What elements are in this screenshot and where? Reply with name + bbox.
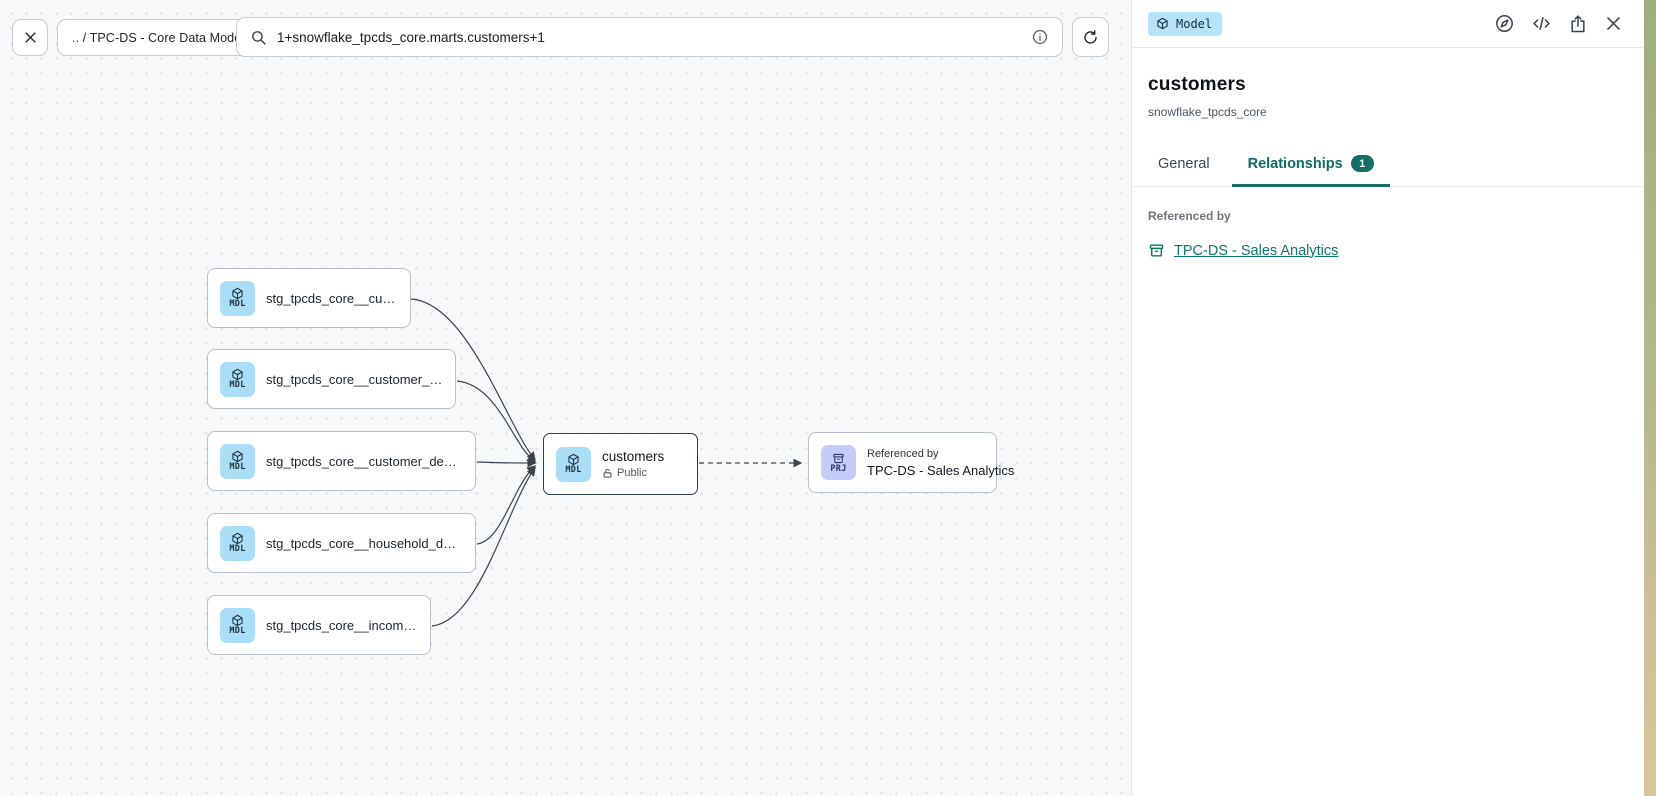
model-type-badge: Model bbox=[1148, 11, 1223, 36]
cube-icon bbox=[231, 450, 244, 463]
node-stg-income-band[interactable]: MDL stg_tpcds_core__income_band bbox=[207, 595, 431, 655]
chip-label: PRJ bbox=[830, 463, 847, 474]
refresh-icon bbox=[1082, 29, 1099, 46]
breadcrumb[interactable]: .. / TPC-DS - Core Data Models bbox=[57, 19, 266, 56]
tab-label: Relationships bbox=[1247, 155, 1343, 172]
desktop-wallpaper-strip bbox=[1644, 0, 1656, 796]
type-badge-label: Model bbox=[1176, 16, 1213, 31]
cube-icon bbox=[1156, 17, 1169, 30]
visibility-label: Public bbox=[617, 467, 647, 479]
cube-icon bbox=[567, 453, 580, 466]
lineage-search bbox=[236, 17, 1063, 57]
tab-relationships[interactable]: Relationships 1 bbox=[1231, 145, 1390, 187]
referenced-by-label: Referenced by bbox=[1148, 209, 1231, 223]
model-chip: MDL bbox=[220, 607, 255, 643]
relationships-count-badge: 1 bbox=[1350, 155, 1374, 172]
node-label: stg_tpcds_core__income_band bbox=[266, 617, 418, 633]
node-label: stg_tpcds_core__customer_address bbox=[266, 371, 443, 387]
node-stg-customer-demographics[interactable]: MDL stg_tpcds_core__customer_demogra... bbox=[207, 431, 476, 491]
code-icon[interactable] bbox=[1531, 13, 1552, 34]
unlock-icon bbox=[602, 468, 613, 479]
model-chip: MDL bbox=[220, 443, 255, 479]
close-panel-icon[interactable] bbox=[1604, 14, 1623, 33]
close-icon bbox=[23, 30, 38, 45]
chip-label: MDL bbox=[229, 544, 246, 554]
chip-label: MDL bbox=[229, 626, 246, 636]
chip-label: MDL bbox=[229, 299, 246, 309]
chip-label: MDL bbox=[229, 462, 246, 472]
cube-icon bbox=[231, 532, 244, 545]
search-input[interactable] bbox=[277, 29, 1021, 45]
node-label: stg_tpcds_core__household_demogr... bbox=[266, 535, 463, 551]
model-chip: MDL bbox=[556, 446, 591, 482]
node-label: customers bbox=[602, 449, 665, 464]
referenced-project-link[interactable]: TPC-DS - Sales Analytics bbox=[1174, 242, 1339, 259]
details-panel: Model customers snowflake_tpcds_core Gen… bbox=[1131, 0, 1644, 796]
share-icon[interactable] bbox=[1568, 14, 1588, 34]
node-customers-selected[interactable]: MDL customers Public bbox=[543, 433, 698, 495]
chip-label: MDL bbox=[229, 380, 246, 390]
page-title: customers bbox=[1148, 74, 1246, 95]
referenced-by-section: Referenced by TPC-DS - Sales Analytics bbox=[1132, 187, 1644, 281]
referenced-by-caption: Referenced by bbox=[867, 447, 939, 460]
model-chip: MDL bbox=[220, 361, 255, 397]
archive-icon bbox=[832, 452, 845, 465]
project-chip: PRJ bbox=[821, 445, 856, 480]
node-label: TPC-DS - Sales Analytics bbox=[867, 462, 1015, 478]
cube-icon bbox=[231, 287, 244, 300]
search-icon bbox=[250, 29, 267, 46]
node-stg-customer[interactable]: MDL stg_tpcds_core__customer bbox=[207, 268, 411, 328]
model-schema: snowflake_tpcds_core bbox=[1148, 105, 1267, 119]
model-chip: MDL bbox=[220, 280, 255, 316]
node-label: stg_tpcds_core__customer_demogra... bbox=[266, 453, 463, 469]
cube-icon bbox=[231, 368, 244, 381]
node-referencing-project[interactable]: PRJ Referenced by TPC-DS - Sales Analyti… bbox=[808, 432, 1015, 493]
node-label: stg_tpcds_core__customer bbox=[266, 290, 398, 306]
chip-label: MDL bbox=[565, 465, 582, 475]
breadcrumb-label: .. / TPC-DS - Core Data Models bbox=[72, 30, 251, 45]
compass-icon[interactable] bbox=[1494, 13, 1515, 34]
panel-tabs: General Relationships 1 bbox=[1132, 145, 1644, 187]
cube-icon bbox=[231, 614, 244, 627]
info-icon[interactable] bbox=[1031, 28, 1049, 46]
node-stg-customer-address[interactable]: MDL stg_tpcds_core__customer_address bbox=[207, 349, 456, 409]
archive-icon bbox=[1148, 242, 1165, 259]
close-graph-button[interactable] bbox=[12, 19, 48, 56]
tab-general[interactable]: General bbox=[1142, 146, 1226, 187]
node-stg-household-demographics[interactable]: MDL stg_tpcds_core__household_demogr... bbox=[207, 513, 476, 573]
tab-label: General bbox=[1158, 156, 1210, 172]
refresh-button[interactable] bbox=[1072, 17, 1109, 57]
edge-layer bbox=[410, 298, 803, 627]
model-chip: MDL bbox=[220, 525, 255, 561]
panel-header: Model bbox=[1132, 0, 1644, 48]
lineage-canvas[interactable]: .. / TPC-DS - Core Data Models MDL stg_t… bbox=[0, 0, 1131, 796]
